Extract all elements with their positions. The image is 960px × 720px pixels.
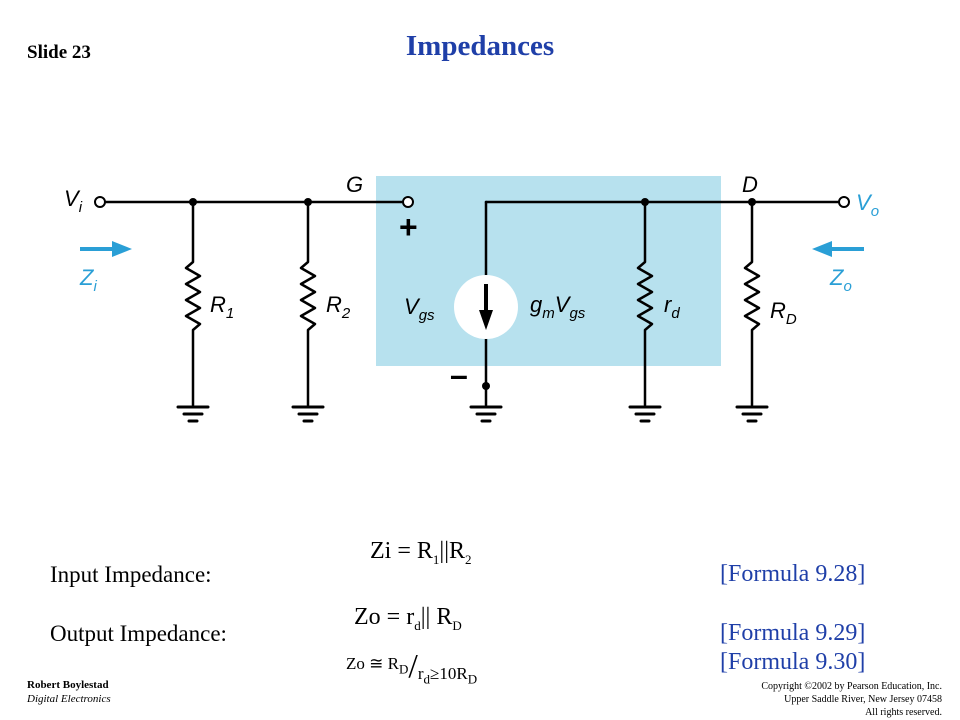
gate-label: G bbox=[346, 172, 363, 197]
zo-label: Zo bbox=[829, 265, 852, 295]
junction-dot bbox=[482, 382, 490, 390]
rd-label: rd bbox=[664, 292, 680, 322]
gate-terminal bbox=[402, 196, 414, 208]
footer-author: Robert Boylestad bbox=[27, 679, 109, 691]
vi-label: Vi bbox=[64, 186, 83, 216]
junction-dot bbox=[189, 198, 197, 206]
resistor-RD bbox=[743, 200, 761, 407]
footer-copyright-line-3: All rights reserved. bbox=[865, 707, 942, 718]
gm-vgs-label: gmVgs bbox=[530, 292, 586, 322]
RD-label: RD bbox=[770, 298, 797, 328]
footer-copyright-line-2: Upper Saddle River, New Jersey 07458 bbox=[784, 694, 942, 705]
zi-label: Zi bbox=[79, 265, 97, 295]
slide-title: Impedances bbox=[405, 30, 555, 62]
output-terminal bbox=[838, 196, 850, 208]
output-impedance-equation: Zo = rd|| RD bbox=[354, 604, 462, 633]
zi-arrow-icon bbox=[80, 247, 114, 251]
zi-arrow-head-icon bbox=[112, 241, 132, 257]
resistor-r2 bbox=[299, 200, 317, 407]
zo-arrow-icon bbox=[830, 247, 864, 251]
vo-label: Vo bbox=[856, 190, 879, 220]
formula-ref-928: [Formula 9.28] bbox=[720, 561, 866, 587]
formula-ref-929: [Formula 9.29] bbox=[720, 620, 866, 646]
approx-impedance-equation: Zo ≅ RD/rd≥10RD bbox=[346, 648, 478, 687]
junction-dot bbox=[641, 198, 649, 206]
junction-dot bbox=[748, 198, 756, 206]
resistor-r1 bbox=[184, 200, 202, 407]
fet-equivalent-box bbox=[376, 176, 721, 366]
minus-sign: – bbox=[450, 357, 468, 393]
input-impedance-equation: Zi = R1||R2 bbox=[370, 538, 472, 567]
input-impedance-label: Input Impedance: bbox=[50, 562, 212, 587]
ground-symbols bbox=[176, 405, 769, 423]
r1-label: R1 bbox=[210, 292, 234, 322]
plus-sign: + bbox=[399, 209, 418, 245]
condition-slash: / bbox=[408, 648, 418, 685]
junction-dot bbox=[304, 198, 312, 206]
formula-ref-930: [Formula 9.30] bbox=[720, 649, 866, 675]
footer-course: Digital Electronics bbox=[27, 693, 111, 705]
zo-arrow-head-icon bbox=[812, 241, 832, 257]
r2-label: R2 bbox=[326, 292, 351, 322]
input-terminal bbox=[94, 196, 106, 208]
output-impedance-label: Output Impedance: bbox=[50, 621, 227, 646]
current-arrow-head-icon bbox=[479, 310, 493, 330]
footer-copyright-line-1: Copyright ©2002 by Pearson Education, In… bbox=[761, 681, 942, 692]
drain-label: D bbox=[742, 172, 758, 197]
slide-number: Slide 23 bbox=[27, 42, 91, 63]
resistor-rd bbox=[636, 200, 654, 407]
vgs-label: Vgs bbox=[404, 294, 435, 324]
